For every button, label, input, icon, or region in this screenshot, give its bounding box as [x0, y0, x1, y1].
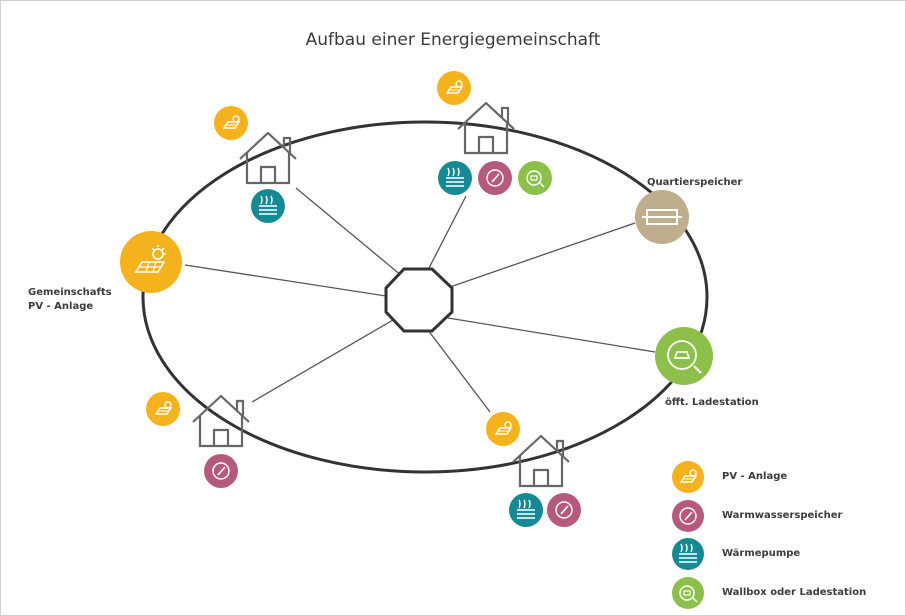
- spoke-gemeinschafts-pv: [184, 264, 387, 297]
- quartierspeicher-icon: [635, 190, 689, 244]
- connection-lines: [184, 187, 656, 413]
- central-hub: [384, 267, 454, 333]
- legend-label-warmwasser: Warmwasserspeicher: [722, 510, 843, 521]
- quartierspeicher-label: Quartierspeicher: [647, 177, 743, 188]
- legend-label-wallbox: Wallbox oder Ladestation: [722, 587, 867, 598]
- gemeinschafts-pv-icon: [120, 231, 182, 293]
- diagram-title: Aufbau einer Energiegemeinschaft: [305, 30, 601, 50]
- spoke-house-top-right: [427, 195, 467, 271]
- pv-anlage-icon: [437, 71, 471, 105]
- spoke-house-bottom-right: [427, 329, 491, 413]
- spoke-ladestation: [447, 317, 656, 353]
- ladestation-icon: [655, 327, 713, 385]
- gemeinschafts-label-line2: PV - Anlage: [28, 301, 94, 312]
- legend-label-pv: PV - Anlage: [722, 471, 788, 482]
- legend-label-waermepumpe: Wärmepumpe: [722, 548, 801, 559]
- pv-anlage-icon: [214, 106, 248, 140]
- wallbox-icon: [518, 161, 552, 195]
- house-icon: [238, 131, 298, 185]
- warmwasserspeicher-icon: [478, 161, 512, 195]
- legend-waermepumpe-icon: [672, 538, 704, 570]
- community-ring: [141, 120, 709, 474]
- warmwasserspeicher-icon: [547, 493, 581, 527]
- pv-anlage-icon: [146, 392, 180, 426]
- legend-wallbox-icon: [672, 577, 704, 609]
- ladestation-label: öfft. Ladestation: [665, 397, 759, 408]
- warmwasserspeicher-icon: [204, 454, 238, 488]
- waermepumpe-icon: [438, 161, 472, 195]
- spoke-quartierspeicher: [449, 222, 636, 288]
- spoke-house-top-left: [295, 187, 403, 277]
- legend-warmwasser-icon: [672, 500, 704, 532]
- pv-anlage-icon: [486, 412, 520, 446]
- spoke-house-bottom-left: [251, 319, 394, 403]
- gemeinschafts-label-line1: Gemeinschafts: [28, 287, 112, 298]
- waermepumpe-icon: [509, 493, 543, 527]
- legend-pv-icon: [672, 461, 704, 493]
- waermepumpe-icon: [251, 189, 285, 223]
